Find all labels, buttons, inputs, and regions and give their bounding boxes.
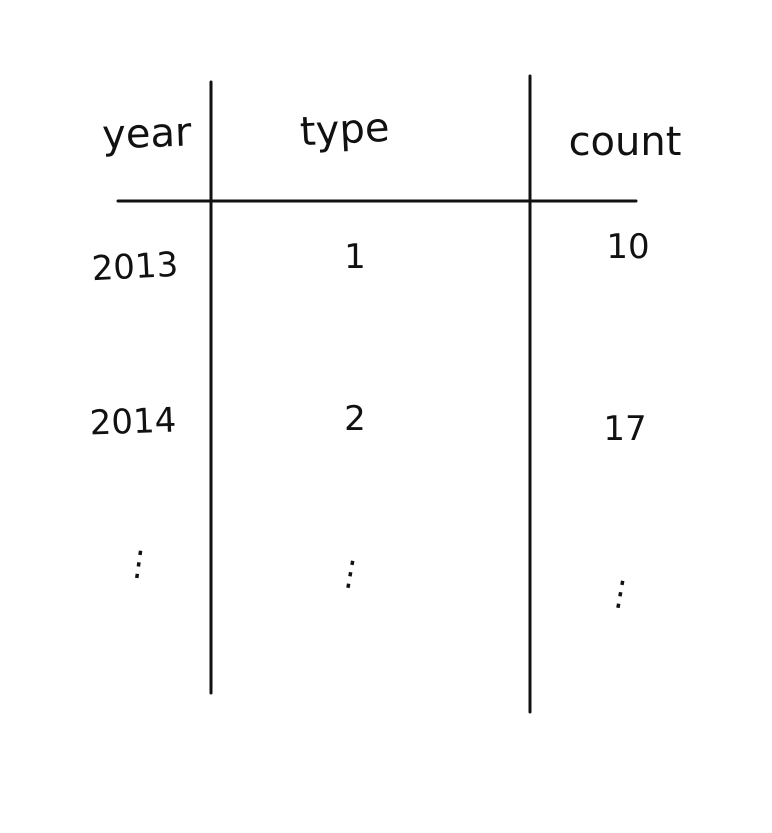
cell-year-row2: 2014 [89, 401, 177, 444]
continuation-count: ⋮ [600, 571, 640, 616]
header-count: count [569, 119, 682, 165]
cell-year-row1: 2013 [91, 245, 180, 289]
continuation-year: ⋮ [119, 542, 158, 586]
header-year: year [101, 109, 192, 158]
cell-type-row1: 1 [344, 237, 366, 277]
cell-count-row1: 10 [606, 227, 649, 267]
cell-type-row2: 2 [344, 399, 366, 439]
cell-count-row2: 17 [603, 409, 646, 449]
header-type: type [299, 105, 391, 156]
continuation-type: ⋮ [330, 551, 370, 596]
